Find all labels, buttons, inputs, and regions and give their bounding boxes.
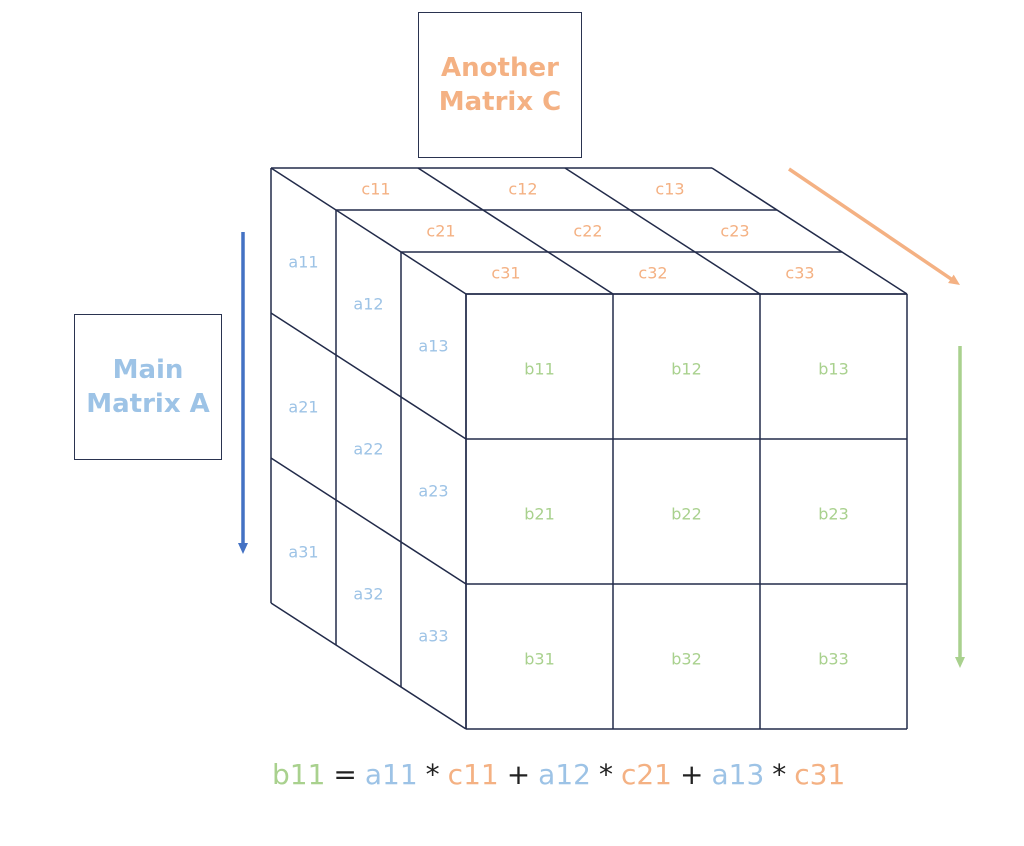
- cell-a: a33: [418, 626, 449, 645]
- cell-a: a23: [418, 481, 449, 500]
- cell-c: c22: [573, 221, 603, 241]
- cell-c: c11: [361, 179, 391, 199]
- top-face-edge: [417, 167, 614, 295]
- cell-c: c21: [426, 221, 456, 241]
- cell-b: b23: [818, 504, 849, 523]
- main-matrix-a-box: Main Matrix A: [74, 314, 222, 460]
- cell-a: a12: [353, 294, 384, 313]
- top-face-edge: [270, 167, 467, 295]
- cell-b: b22: [671, 504, 702, 523]
- top-face-edge: [564, 167, 761, 295]
- cell-b: b11: [524, 359, 555, 378]
- top-face-edge: [711, 167, 908, 295]
- cell-a: a22: [353, 439, 384, 458]
- box-c-line1: Another: [441, 53, 559, 83]
- cell-b: b32: [671, 649, 702, 668]
- cell-b: b33: [818, 649, 849, 668]
- formula-term: +: [506, 758, 531, 791]
- box-a-line1: Main: [112, 355, 184, 385]
- left-face-edge: [270, 457, 467, 585]
- cell-c: c23: [720, 221, 750, 241]
- cell-c: c33: [785, 263, 815, 283]
- formula-term: *: [425, 758, 440, 791]
- formula-term: c11: [447, 758, 499, 791]
- cell-c: c13: [655, 179, 685, 199]
- formula-term: a13: [711, 758, 765, 791]
- formula-term: a12: [538, 758, 591, 791]
- cell-c: c32: [638, 263, 668, 283]
- another-matrix-c-box: Another Matrix C: [418, 12, 582, 158]
- box-a-line2: Matrix A: [86, 389, 210, 419]
- matrix-c-arrow: [788, 167, 954, 282]
- cell-a: a31: [288, 542, 319, 561]
- matrix-a-arrow-head: [238, 543, 248, 554]
- left-face-edge: [270, 312, 467, 440]
- formula: b11=a11*c11+a12*c21+a13*c31: [272, 758, 853, 791]
- matrix-b-arrow-head: [955, 657, 965, 668]
- formula-term: c21: [620, 758, 672, 791]
- formula-term: =: [333, 758, 357, 791]
- cell-b: b21: [524, 504, 555, 523]
- formula-term: a11: [364, 758, 418, 791]
- cell-a: a32: [353, 584, 384, 603]
- cell-c: c31: [491, 263, 521, 283]
- cell-b: b31: [524, 649, 555, 668]
- cell-a: a11: [288, 252, 319, 271]
- formula-term: *: [598, 758, 613, 791]
- cell-c: c12: [508, 179, 538, 199]
- formula-term: b11: [272, 758, 326, 791]
- left-face-edge: [270, 602, 467, 730]
- formula-term: +: [680, 758, 704, 791]
- cell-b: b12: [671, 359, 702, 378]
- cell-b: b13: [818, 359, 849, 378]
- cell-a: a13: [418, 336, 449, 355]
- formula-term: c31: [794, 758, 846, 791]
- formula-term: *: [772, 758, 787, 791]
- cell-a: a21: [288, 397, 319, 416]
- matrix-c-arrow-head: [948, 274, 960, 285]
- box-c-line2: Matrix C: [438, 87, 562, 117]
